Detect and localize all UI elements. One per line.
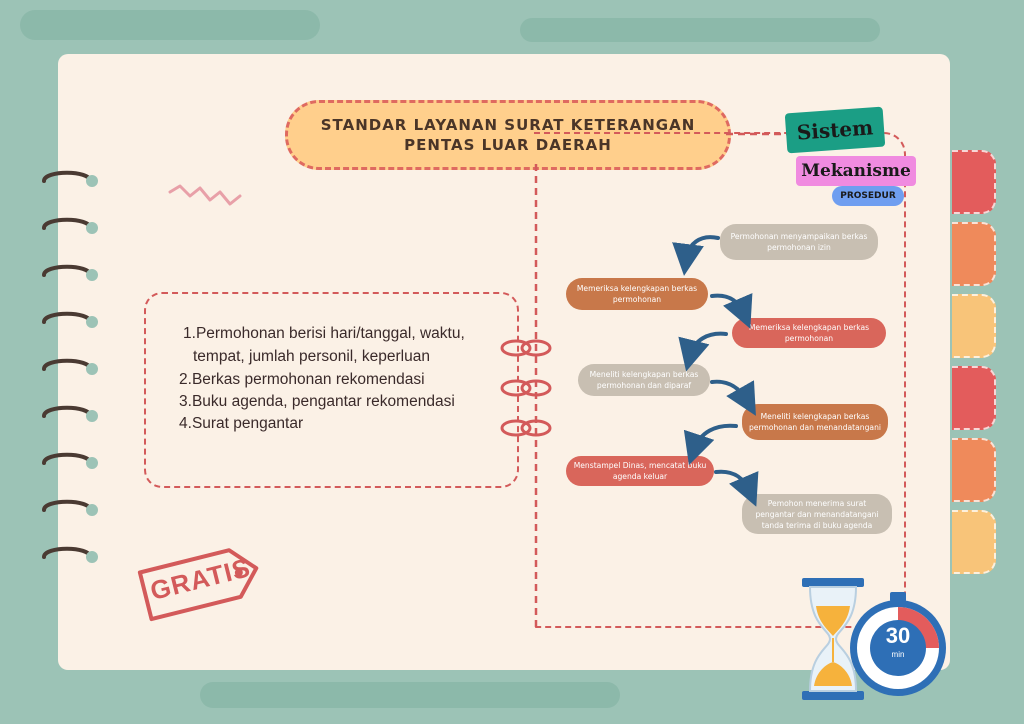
requirement-item: tempat, jumlah personil, keperluan — [193, 348, 430, 365]
flow-step-2: Memeriksa kelengkapan berkas permohonan — [566, 278, 708, 310]
flow-frame — [534, 132, 906, 628]
notebook-tab — [952, 294, 996, 358]
stopwatch-icon — [850, 592, 946, 696]
requirement-item: 3.Buku agenda, pengantar rekomendasi — [179, 393, 455, 410]
notebook-tab — [952, 366, 996, 430]
arrow-1-2 — [672, 235, 720, 276]
flow-step-3: Memeriksa kelengkapan berkas permohonan — [732, 318, 886, 348]
spiral-ring — [42, 405, 98, 422]
spiral-ring — [42, 311, 98, 328]
timer-value: 30 — [885, 623, 911, 648]
tag-prosedur: PROSEDUR — [832, 186, 904, 206]
background-texture — [20, 10, 320, 40]
background-texture — [200, 682, 620, 708]
timer-unit: min — [891, 650, 905, 659]
diagram-title: STANDAR LAYANAN SURAT KETERANGAN PENTAS … — [285, 100, 731, 170]
spiral-ring — [42, 358, 98, 375]
flow-step-7: Pemohon menerima surat pengantar dan men… — [742, 494, 892, 534]
arrow-6-7 — [714, 469, 759, 507]
notebook-tab — [952, 150, 996, 214]
requirement-item: 4.Surat pengantar — [179, 415, 304, 432]
squiggle-decoration — [168, 184, 242, 206]
flow-step-5: Meneliti kelengkapan berkas permohonan d… — [742, 404, 888, 440]
hourglass-icon — [802, 578, 864, 700]
title-line-2: PENTAS LUAR DAERAH — [404, 136, 612, 154]
background-texture — [520, 18, 880, 42]
arrow-5-6 — [683, 423, 738, 466]
spiral-ring — [42, 499, 98, 516]
chain-links — [500, 339, 552, 437]
spiral-ring — [42, 264, 98, 281]
spiral-ring — [42, 217, 98, 234]
arrow-2-3 — [710, 292, 753, 329]
requirement-item: 2.Berkas permohonan rekomendasi — [179, 371, 425, 388]
spiral-ring — [42, 452, 98, 469]
spiral-ring — [42, 546, 98, 563]
stamp-outline — [137, 548, 259, 622]
notebook-tab — [952, 222, 996, 286]
arrow-3-4 — [678, 331, 728, 372]
arrow-4-5 — [710, 379, 756, 416]
title-line-1: STANDAR LAYANAN SURAT KETERANGAN — [320, 116, 696, 134]
notebook-tab — [952, 438, 996, 502]
tag-mekanisme: Mekanisme — [796, 156, 916, 186]
requirements-box — [144, 292, 519, 488]
gratis-stamp: GRATIS — [135, 538, 268, 626]
requirement-item: 1.Permohonan berisi hari/tanggal, waktu, — [183, 325, 465, 342]
spiral-ring — [42, 170, 98, 187]
flow-step-1: Permohonan menyampaikan berkas permohona… — [720, 224, 878, 260]
notebook-tab — [952, 510, 996, 574]
